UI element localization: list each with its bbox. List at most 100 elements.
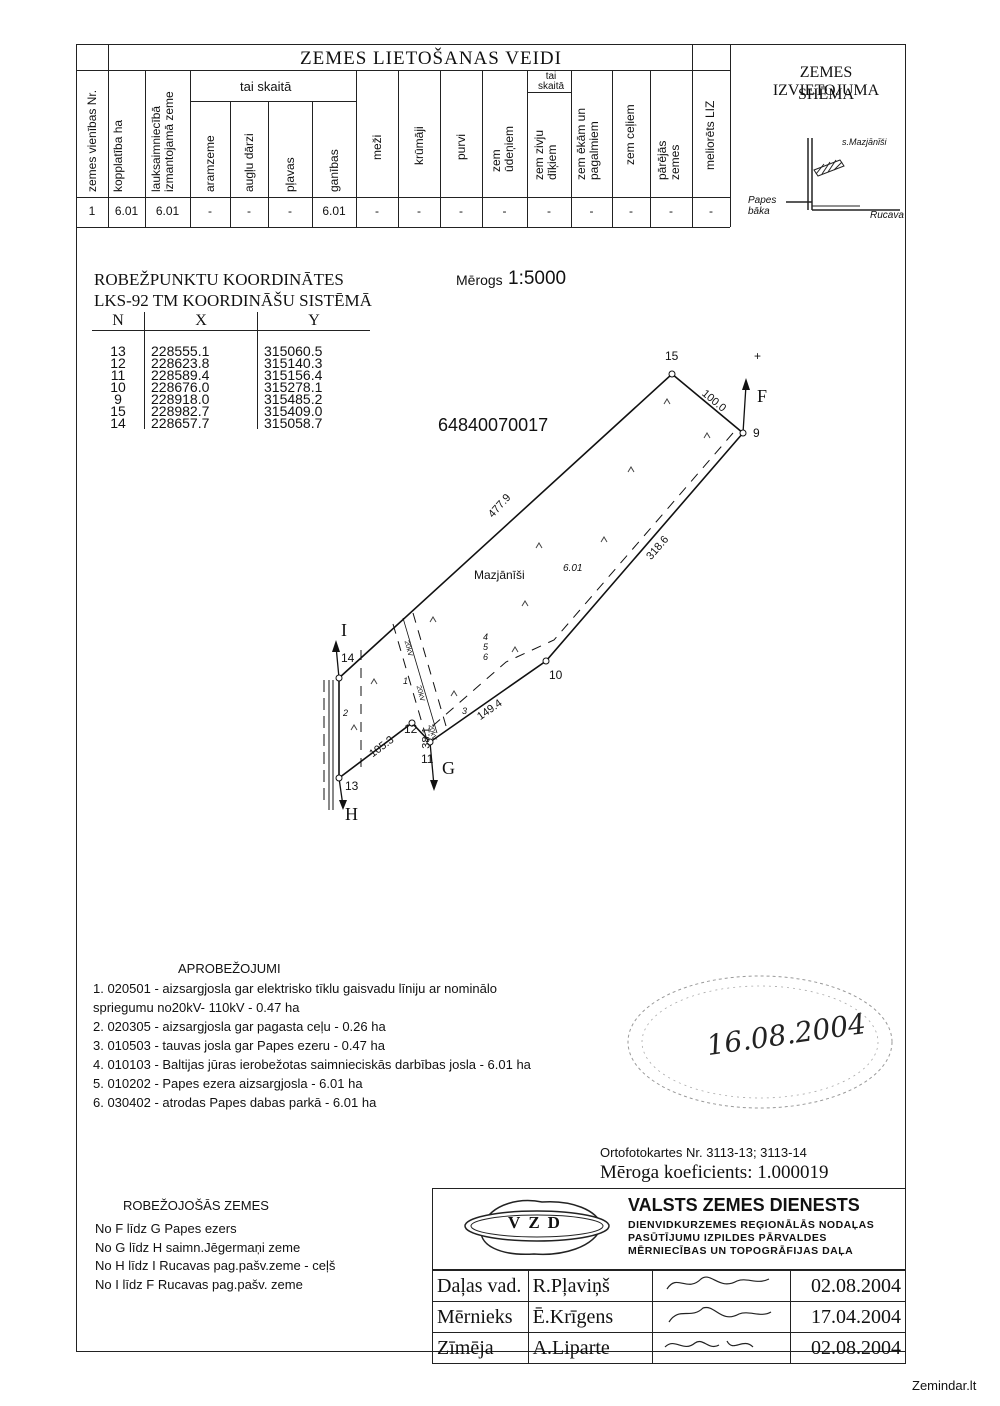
- scheme-map: [786, 138, 900, 211]
- cell-bogs: -: [459, 204, 463, 218]
- point-label-11: 11: [421, 752, 434, 766]
- arrow-g: [429, 741, 435, 787]
- neighbour-item: No F līdz G Papes ezers: [95, 1221, 237, 1236]
- north-mark: +: [754, 349, 762, 363]
- point-label-15: 15: [665, 349, 679, 363]
- parcel-area: 6.01: [563, 563, 583, 574]
- orthophoto-maps: Ortofotokartes Nr. 3113-13; 3113-14: [600, 1145, 807, 1160]
- cell-orchards: -: [247, 204, 251, 218]
- signature-mark: [652, 1301, 791, 1333]
- point-label-14: 14: [341, 651, 355, 665]
- signature-name: A.Liparte: [527, 1332, 654, 1364]
- scheme-title-2: SHĒMA: [797, 86, 854, 103]
- point-label-13: 13: [345, 779, 359, 793]
- zone-number-4: 4: [483, 632, 489, 642]
- signature-role: Zīmēja: [432, 1332, 529, 1364]
- watermark: Zemindar.lt: [912, 1378, 977, 1393]
- zone-number-2: 2: [343, 708, 349, 718]
- agency-name: VALSTS ZEMES DIENESTS: [628, 1195, 860, 1215]
- agency-logo-text: VZD: [508, 1213, 568, 1232]
- signature-mark: [652, 1270, 791, 1302]
- direction-letter-f: F: [757, 386, 768, 406]
- land-use-title: ZEMES LIETOŠANAS VEIDI: [300, 48, 562, 69]
- cell-other: -: [669, 204, 673, 218]
- neighbours-title: ROBEŽOJOŠĀS ZEMES: [123, 1198, 269, 1213]
- signature-row: Zīmēja A.Liparte 02.08.2004: [432, 1332, 906, 1364]
- parcel-name: Mazjānīši: [474, 568, 525, 582]
- power-line-right: [412, 612, 447, 727]
- signature-name: R.Pļaviņš: [527, 1270, 654, 1302]
- signature-table: Daļas vad. R.Pļaviņš 02.08.2004 Mērnieks…: [432, 1270, 906, 1364]
- coords-header-y: Y: [257, 312, 370, 331]
- cell-buildings: -: [589, 204, 594, 218]
- scheme-road-label: Rucava: [870, 210, 904, 221]
- inner-dashed-line: [427, 432, 734, 731]
- parcel-boundary: [338, 372, 745, 780]
- cell-water: -: [502, 204, 507, 218]
- restriction-item: 4. 010103 - Baltijas jūras ierobežotas s…: [93, 1057, 531, 1072]
- power-line-center: [402, 617, 438, 734]
- parcel-map: [323, 370, 750, 810]
- direction-letter-i: I: [341, 620, 347, 640]
- restriction-item: 1. 020501 - aizsargjosla gar elektrisko …: [93, 981, 497, 996]
- power-line-left: [392, 623, 428, 741]
- scale-value: 1:5000: [508, 268, 567, 289]
- cell-pastures: 6.01: [322, 204, 346, 218]
- zone-number-1: 1: [403, 676, 409, 686]
- scheme-lake-label-1: Papes: [748, 195, 777, 206]
- signature-row: Daļas vad. R.Pļaviņš 02.08.2004: [432, 1270, 906, 1302]
- point-label-10: 10: [549, 668, 563, 682]
- cell-arable: -: [208, 204, 212, 218]
- restriction-item: 6. 030402 - atrodas Papes dabas parkā - …: [93, 1095, 377, 1110]
- arrow-f: [742, 384, 747, 434]
- signature-mark: [652, 1332, 791, 1364]
- signature-date: 02.08.2004: [790, 1270, 906, 1302]
- scheme-place-label: s.Mazjānīši: [842, 137, 887, 147]
- zone-number-3: 3: [462, 706, 468, 716]
- cell-meadows: -: [288, 204, 292, 218]
- cell-forests: -: [375, 204, 379, 218]
- direction-letter-g: G: [442, 758, 455, 778]
- cell-shrubs: -: [417, 204, 421, 218]
- parcel-id: 64840070017: [438, 415, 549, 435]
- agency-block: [432, 1188, 906, 1270]
- agency-line-2: PASŪTĪJUMU IZPILDES PĀRVALDES: [628, 1232, 827, 1244]
- coords-header-n: N: [92, 312, 145, 331]
- scale-coefficient: Mēroga koeficients: 1.000019: [600, 1162, 829, 1183]
- coords-title-1: ROBEŽPUNKTU KOORDINĀTES: [94, 270, 344, 289]
- cell-fishponds: -: [547, 204, 551, 218]
- scale-label: Mērogs: [456, 272, 503, 288]
- agency-line-3: MĒRNIECĪBAS UN TOPOGRĀFIJAS DAĻA: [628, 1245, 854, 1257]
- subgroup-label: tai skaitā: [240, 79, 292, 94]
- neighbour-item: No I līdz F Rucavas pag.pašv. zeme: [95, 1277, 303, 1292]
- restrictions-title: APROBEŽOJUMI: [178, 961, 281, 976]
- agency-line-1: DIENVIDKURZEMES REĢIONĀLĀS NODAĻAS: [628, 1219, 875, 1231]
- signature-role: Daļas vad.: [432, 1270, 529, 1302]
- office-stamp: [627, 975, 893, 1109]
- cell-unit-nr: 1: [88, 204, 96, 218]
- coords-title-2: LKS-92 TM KOORDINĀŠU SISTĒMĀ: [94, 291, 372, 310]
- signature-role: Mērnieks: [432, 1301, 529, 1333]
- signature-row: Mērnieks Ē.Krīgens 17.04.2004: [432, 1301, 906, 1333]
- direction-letter-h: H: [345, 804, 358, 824]
- restriction-item: 3. 010503 - tauvas josla gar Papes ezeru…: [93, 1038, 385, 1053]
- cell-drained: -: [709, 204, 713, 218]
- zone-number-6: 6: [483, 652, 489, 662]
- signature-name: Ē.Krīgens: [527, 1301, 654, 1333]
- zone-number-5: 5: [483, 642, 489, 652]
- coords-header-x: X: [144, 312, 258, 331]
- cell-total-area: 6.01: [114, 204, 139, 218]
- signature-date: 02.08.2004: [790, 1332, 906, 1364]
- neighbour-item: No G līdz H saimn.Jēgermaņi zeme: [95, 1240, 301, 1255]
- agency-logo: [464, 1199, 610, 1256]
- point-label-9: 9: [753, 426, 760, 440]
- subgroup-label-2: tai skaitā: [537, 71, 565, 92]
- cell-agri-land: 6.01: [155, 204, 180, 218]
